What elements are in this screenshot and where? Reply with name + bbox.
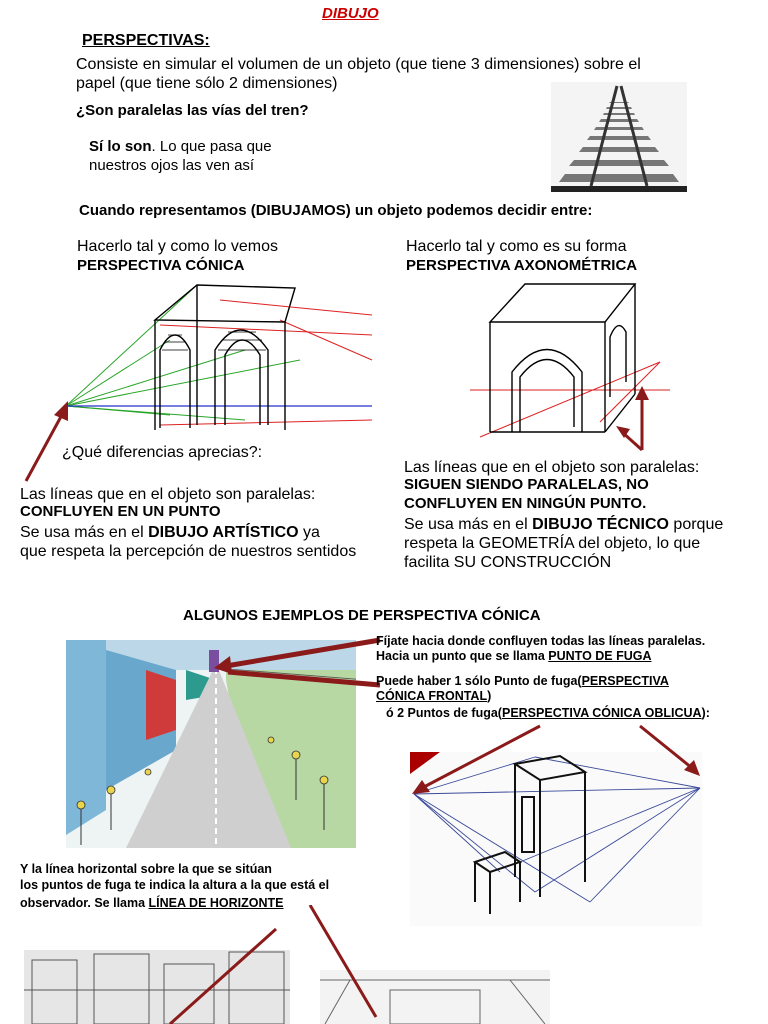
right-use-line-3: facilita SU CONSTRUCCIÓN bbox=[404, 554, 612, 571]
rails-answer: Sí lo son. Lo que pasa que nuestros ojos… bbox=[89, 137, 272, 175]
answer-bold: Sí lo son bbox=[89, 138, 152, 155]
horizon-pre: observador. Se llama bbox=[20, 896, 149, 910]
right-use-pre: Se usa más en el bbox=[404, 516, 533, 533]
left-use-pre: Se usa más en el bbox=[20, 524, 149, 541]
left-lines-text: Las líneas que en el objeto son paralela… bbox=[20, 486, 316, 503]
section-heading: PERSPECTIVAS: bbox=[82, 32, 210, 49]
vanishing-point-arrows-icon bbox=[214, 637, 381, 688]
examples-heading: ALGUNOS EJEMPLOS DE PERSPECTIVA CÓNICA bbox=[183, 607, 541, 624]
note-2-post: ) bbox=[487, 689, 492, 703]
answer-rest: . Lo que pasa que bbox=[151, 138, 272, 155]
oblique-perspective-drawing bbox=[410, 752, 702, 926]
note-1-pre: Hacia un punto que se llama bbox=[376, 649, 549, 663]
right-lines-text: Las líneas que en el objeto son paralela… bbox=[404, 459, 700, 476]
left-use-bold: DIBUJO ARTÍSTICO bbox=[148, 524, 299, 541]
oblique-vanishing-arrows-icon bbox=[412, 724, 700, 794]
intro-line-2: papel (que tiene sólo 2 dimensiones) bbox=[76, 75, 338, 92]
punto-de-fuga-term: PUNTO DE FUGA bbox=[548, 649, 652, 663]
differences-question: ¿Qué diferencias aprecias?: bbox=[62, 444, 263, 461]
left-converge: CONFLUYEN EN UN PUNTO bbox=[20, 503, 221, 520]
city-sketch-image bbox=[24, 950, 290, 1024]
street-drawing-image bbox=[66, 640, 356, 848]
right-parallel-2: CONFLUYEN EN NINGÚN PUNTO. bbox=[404, 495, 647, 512]
note-3-pre: ó 2 Puntos de fuga( bbox=[386, 706, 502, 720]
right-name: PERSPECTIVA AXONOMÉTRICA bbox=[406, 257, 638, 274]
left-intro: Hacerlo tal y como lo vemos bbox=[77, 238, 278, 255]
note-2-line-1: Puede haber 1 sólo Punto de fuga(PERSPEC… bbox=[376, 674, 669, 689]
right-arrow-icon bbox=[616, 386, 649, 452]
answer-line-2: nuestros ojos las ven así bbox=[89, 157, 255, 174]
horizon-line-1: Y la línea horizontal sobre la que se si… bbox=[20, 862, 272, 876]
left-use-line-2: que respeta la percepción de nuestros se… bbox=[20, 543, 357, 560]
axonometric-cube-drawing bbox=[470, 282, 670, 457]
intro-line-1: Consiste en simular el volumen de un obj… bbox=[76, 56, 641, 73]
right-parallel-1: SIGUEN SIENDO PARALELAS, NO bbox=[404, 476, 649, 493]
right-use-line-2: respeta la GEOMETRÍA del objeto, lo que bbox=[404, 535, 701, 552]
note-3: ó 2 Puntos de fuga(PERSPECTIVA CÓNICA OB… bbox=[386, 706, 710, 721]
horizon-line-3: observador. Se llama LÍNEA DE HORIZONTE bbox=[20, 896, 284, 911]
left-use-post: ya bbox=[298, 524, 320, 541]
room-sketch-image bbox=[320, 970, 550, 1024]
right-use-bold: DIBUJO TÉCNICO bbox=[532, 516, 669, 533]
note-3-post: ): bbox=[701, 706, 710, 720]
note-1-line-1: Fíjate hacia donde confluyen todas las l… bbox=[376, 634, 706, 648]
choose-line: Cuando representamos (DIBUJAMOS) un obje… bbox=[79, 202, 593, 219]
conica-arches-drawing bbox=[20, 280, 380, 480]
conica-frontal-term: CÓNICA FRONTAL bbox=[376, 689, 488, 703]
linea-horizonte-term: LÍNEA DE HORIZONTE bbox=[148, 896, 284, 910]
rails-question: ¿Son paralelas las vías del tren? bbox=[76, 102, 309, 119]
right-intro: Hacerlo tal y como es su forma bbox=[406, 238, 627, 255]
left-use: Se usa más en el DIBUJO ARTÍSTICO ya bbox=[20, 523, 320, 542]
note-2-line-2: CÓNICA FRONTAL) bbox=[376, 689, 491, 704]
left-name: PERSPECTIVA CÓNICA bbox=[77, 257, 245, 274]
note-1-line-2: Hacia un punto que se llama PUNTO DE FUG… bbox=[376, 649, 652, 664]
conica-oblicua-term: PERSPECTIVA CÓNICA OBLICUA bbox=[501, 706, 702, 720]
right-use-post: porque bbox=[668, 516, 724, 533]
right-use: Se usa más en el DIBUJO TÉCNICO porque bbox=[404, 515, 723, 534]
train-rails-image bbox=[551, 82, 687, 192]
page-title: DIBUJO bbox=[322, 5, 379, 22]
horizon-arrows-icon bbox=[168, 905, 378, 1024]
horizon-line-2: los puntos de fuga te indica la altura a… bbox=[20, 878, 330, 892]
left-arrow-icon bbox=[24, 401, 68, 482]
note-2-term: PERSPECTIVA bbox=[581, 674, 669, 688]
note-2-pre: Puede haber 1 sólo Punto de fuga( bbox=[376, 674, 582, 688]
